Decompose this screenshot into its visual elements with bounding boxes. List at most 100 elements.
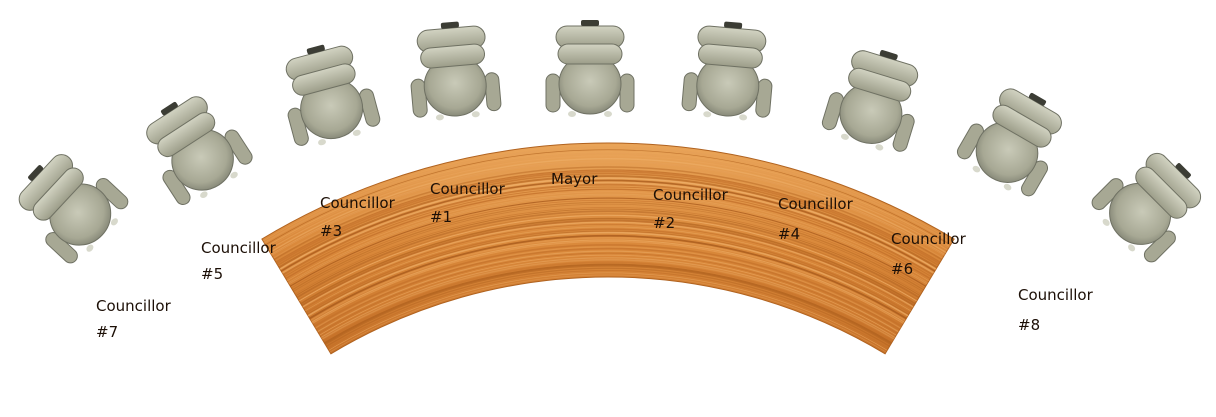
wood-grain-line <box>261 170 955 277</box>
seat-number: #5 <box>201 265 223 283</box>
chair-icon <box>545 20 635 117</box>
seat-label-councillor-8: Councillor #8 <box>1018 286 1098 334</box>
wood-grain <box>261 144 955 354</box>
seat-title: Councillor <box>1018 286 1094 304</box>
seat-number: #1 <box>430 208 452 226</box>
seat-number: #3 <box>320 222 342 240</box>
wood-grain-line <box>261 151 955 260</box>
seat-label-councillor-1: Councillor #1 <box>430 180 510 226</box>
wood-grain-line <box>305 259 911 350</box>
chair-icon <box>821 50 919 152</box>
chair-icon <box>1091 152 1202 263</box>
wood-grain-line <box>309 267 907 354</box>
wood-grain-line <box>261 161 955 268</box>
chair-icon <box>410 21 502 121</box>
wood-grain-line <box>281 214 935 313</box>
wood-grain-line <box>275 203 941 304</box>
seat-label-councillor-5: Councillor #5 <box>201 239 281 283</box>
seat-label-mayor: Mayor <box>551 170 598 188</box>
seat-label-councillor-2: Councillor #2 <box>653 186 733 232</box>
wood-grain-line <box>306 261 910 353</box>
wood-grain-line <box>302 254 914 346</box>
wood-grain-line <box>261 155 955 263</box>
wood-grain-line <box>312 272 904 354</box>
wood-grain-line <box>276 207 940 306</box>
wood-grain-line <box>261 169 955 275</box>
wood-grain-line <box>282 217 934 316</box>
wood-grain-line <box>268 191 948 293</box>
seat-label-councillor-7: Councillor #7 <box>96 297 176 341</box>
wood-grain-line <box>307 263 909 354</box>
wood-grain-line <box>261 153 955 261</box>
wood-grain-line <box>313 274 903 354</box>
chair-icon <box>956 88 1062 197</box>
wood-grain-line <box>304 257 912 349</box>
wood-grain-line <box>300 250 916 343</box>
seat-number: #4 <box>778 225 800 243</box>
seat-title: Councillor <box>430 180 506 198</box>
wood-grain-line <box>261 175 955 280</box>
seat-title: Councillor <box>778 195 854 213</box>
seat-title: Councillor <box>201 239 277 257</box>
wood-grain-line <box>289 230 927 326</box>
wood-grain-line <box>294 239 922 334</box>
chair-icon <box>681 21 773 121</box>
wood-grain-line <box>261 149 955 258</box>
wood-grain-line <box>273 200 943 300</box>
wood-grain-line <box>290 231 926 328</box>
wood-grain-line <box>264 183 952 288</box>
wood-grain-line <box>301 252 915 345</box>
wood-grain-line <box>263 181 953 286</box>
seat-title: Councillor <box>320 194 396 212</box>
wood-grain-line <box>293 237 923 332</box>
wood-grain-line <box>261 166 955 273</box>
seat-number: #7 <box>96 323 118 341</box>
seat-labels: Councillor #7 Councillor #5 Councillor #… <box>96 170 1098 341</box>
seat-title: Councillor <box>891 230 967 248</box>
wood-grain-line <box>261 146 955 256</box>
wood-grain-line <box>261 177 955 282</box>
wood-grain-line <box>278 210 938 310</box>
wood-grain-line <box>292 234 924 330</box>
chair-icon <box>18 154 129 264</box>
seat-label-councillor-3: Councillor #3 <box>320 194 400 240</box>
seat-title: Councillor <box>653 186 729 204</box>
wood-grain-line <box>261 172 955 278</box>
wood-grain-line <box>266 188 950 291</box>
wood-grain-line <box>261 158 955 266</box>
seat-number: #8 <box>1018 316 1040 334</box>
chair-icon <box>146 96 253 206</box>
wood-grain-line <box>277 208 939 308</box>
wood-grain-line <box>298 246 918 340</box>
chair-icon <box>285 44 381 146</box>
wood-grain-line <box>308 265 908 354</box>
wood-grain-line <box>298 247 918 341</box>
wood-grain-line <box>284 221 932 319</box>
wood-grain-line <box>286 223 930 320</box>
wood-grain-line <box>283 219 933 318</box>
wood-grain-line <box>261 144 955 254</box>
wood-grain-line <box>288 228 928 325</box>
wood-grain-line <box>261 160 955 267</box>
wood-grain-line <box>311 270 905 354</box>
seat-title: Councillor <box>96 297 172 315</box>
wood-grain-line <box>280 213 936 312</box>
seat-label-councillor-4: Councillor #4 <box>778 195 858 243</box>
wood-grain-line <box>287 226 929 323</box>
wood-grain-line <box>270 195 946 296</box>
seat-number: #2 <box>653 214 675 232</box>
seat-title: Mayor <box>551 170 598 188</box>
seat-label-councillor-6: Councillor #6 <box>891 230 971 278</box>
wood-grain-line <box>261 164 955 271</box>
seat-number: #6 <box>891 260 913 278</box>
wood-grain-line <box>297 244 919 338</box>
wood-grain-line <box>295 240 921 335</box>
council-desk <box>261 142 955 355</box>
wood-grain-line <box>261 179 955 284</box>
wood-grain-line <box>265 186 951 289</box>
wood-grain-line <box>269 193 947 295</box>
wood-grain-line <box>271 197 945 299</box>
wood-grain-line <box>273 201 943 302</box>
chairs-group <box>18 20 1202 264</box>
